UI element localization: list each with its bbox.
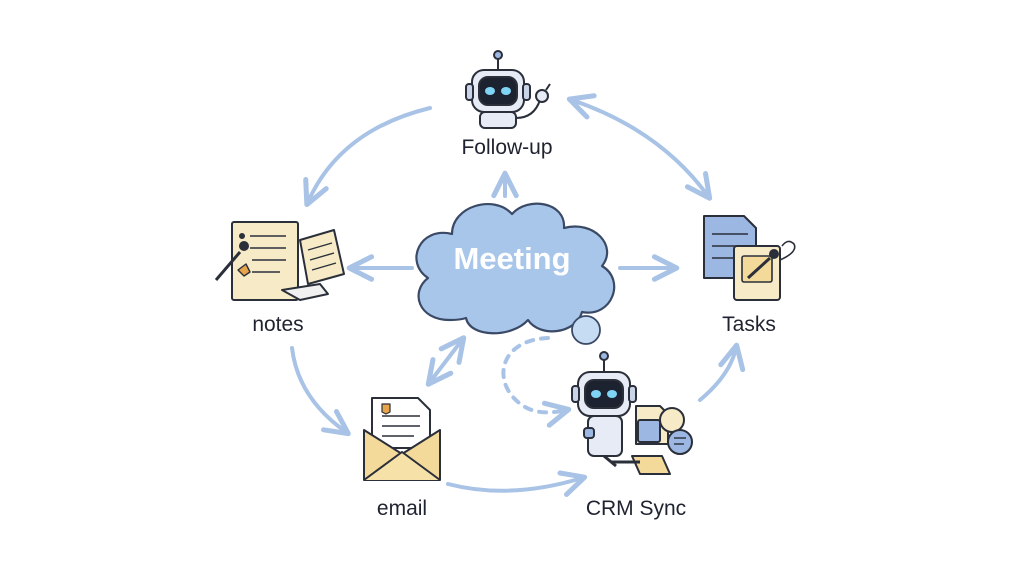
tasks-icon [703,215,796,301]
arrow-meeting-email [425,335,467,387]
arrow-meeting-to-crm-dashed [501,336,572,428]
crm-sync-robot-icon [571,351,693,475]
email-icon [363,397,441,481]
arrow-followup-to-notes [303,106,432,208]
follow-up-label: Follow-up [461,136,553,159]
arrow-email-to-crm [446,470,588,497]
meeting-label: Meeting [453,241,571,276]
arrow-crm-to-tasks [698,342,746,402]
arrow-notes-to-email [290,346,351,437]
followup-robot-icon [465,50,551,129]
notes-icon [214,221,345,301]
tasks-label: Tasks [722,313,776,336]
crm-sync-label: CRM Sync [585,497,687,520]
notes-label: notes [252,313,304,336]
arrow-followup-tasks [566,93,713,201]
meeting-cloud-icon [415,202,616,345]
email-label: email [376,497,428,520]
